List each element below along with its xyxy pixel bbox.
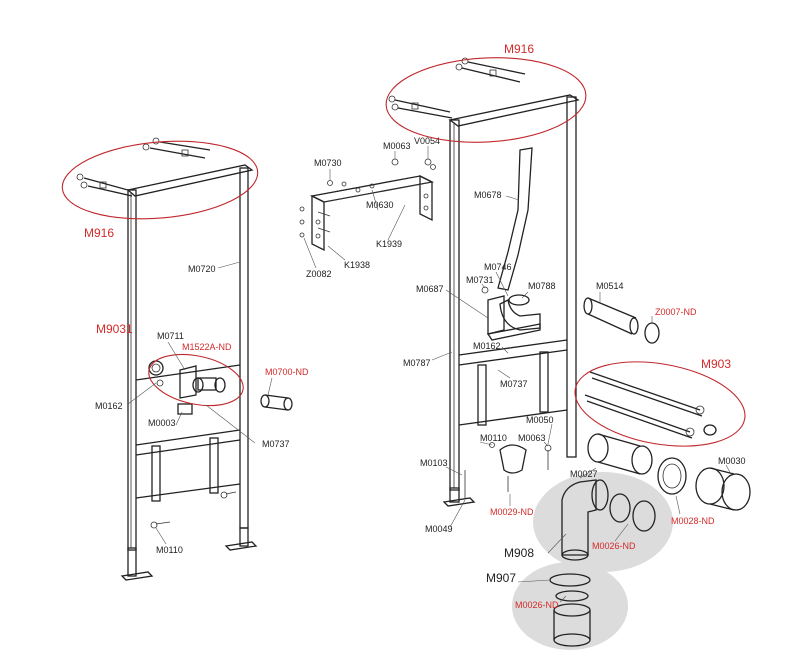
label-m0737-left: M0737	[262, 439, 290, 449]
right-frame	[385, 57, 751, 647]
label-m0063-bracket: M0063	[383, 141, 411, 151]
left-frame	[61, 137, 293, 581]
label-m0030: M0030	[718, 456, 746, 466]
left-group-m916: M916	[84, 226, 114, 240]
label-m0737-right: M0737	[500, 379, 528, 389]
label-k1938: K1938	[344, 260, 370, 270]
right-m903-oval	[574, 361, 746, 447]
left-m916-oval	[61, 140, 259, 220]
label-m0700: M0700-ND	[265, 367, 309, 377]
right-group-m908: M908	[504, 546, 534, 560]
label-m0027: M0027	[570, 469, 598, 479]
label-m0630: M0630	[366, 200, 394, 210]
m0030-cylinder	[695, 467, 751, 511]
label-m0063-right: M0063	[518, 433, 546, 443]
label-m0746: M0746	[484, 262, 512, 272]
label-m0026-sleeve: M0026-ND	[515, 600, 559, 610]
label-z0082: Z0082	[306, 269, 332, 279]
label-m0678: M0678	[474, 190, 502, 200]
trap-highlight	[533, 472, 673, 572]
label-m0162-left: M0162	[95, 401, 123, 411]
label-m0730: M0730	[314, 158, 342, 168]
label-m0788: M0788	[528, 281, 556, 291]
left-group-m9031: M9031	[96, 322, 133, 336]
label-m0787: M0787	[403, 358, 431, 368]
m0027-pipe	[587, 433, 653, 475]
label-v0054: V0054	[414, 136, 440, 146]
m908-trap	[561, 479, 656, 561]
left-m9031-oval	[148, 353, 244, 407]
label-m0110-left: M0110	[156, 545, 183, 555]
label-m0731: M0731	[466, 275, 494, 285]
label-m0514: M0514	[596, 281, 624, 291]
m0700-pipe	[260, 394, 293, 411]
bracket-assembly	[299, 158, 436, 252]
label-m0720: M0720	[188, 264, 216, 274]
label-k1939: K1939	[376, 239, 402, 249]
label-m0162-right: M0162	[473, 341, 501, 351]
right-group-m903: M903	[701, 357, 731, 371]
left-rod-set	[76, 137, 211, 197]
label-m0049: M0049	[425, 524, 453, 534]
label-m1522a: M1522A-ND	[182, 342, 232, 352]
label-m0687: M0687	[416, 284, 444, 294]
right-group-m916: M916	[504, 42, 534, 56]
label-m0103: M0103	[420, 458, 448, 468]
label-m0711: M0711	[157, 331, 184, 341]
sleeve-highlight	[512, 562, 628, 650]
label-m0003: M0003	[148, 418, 176, 428]
right-group-m907: M907	[486, 571, 516, 585]
label-m0029: M0029-ND	[490, 507, 534, 517]
label-m0050: M0050	[526, 415, 554, 425]
label-m0028: M0028-ND	[671, 516, 715, 526]
right-m916-oval	[385, 57, 587, 143]
label-m0110-right: M0110	[480, 433, 507, 443]
m0514-pipe	[583, 297, 639, 335]
label-m0026-trap: M0026-ND	[592, 541, 636, 551]
label-z0007: Z0007-ND	[655, 307, 697, 317]
